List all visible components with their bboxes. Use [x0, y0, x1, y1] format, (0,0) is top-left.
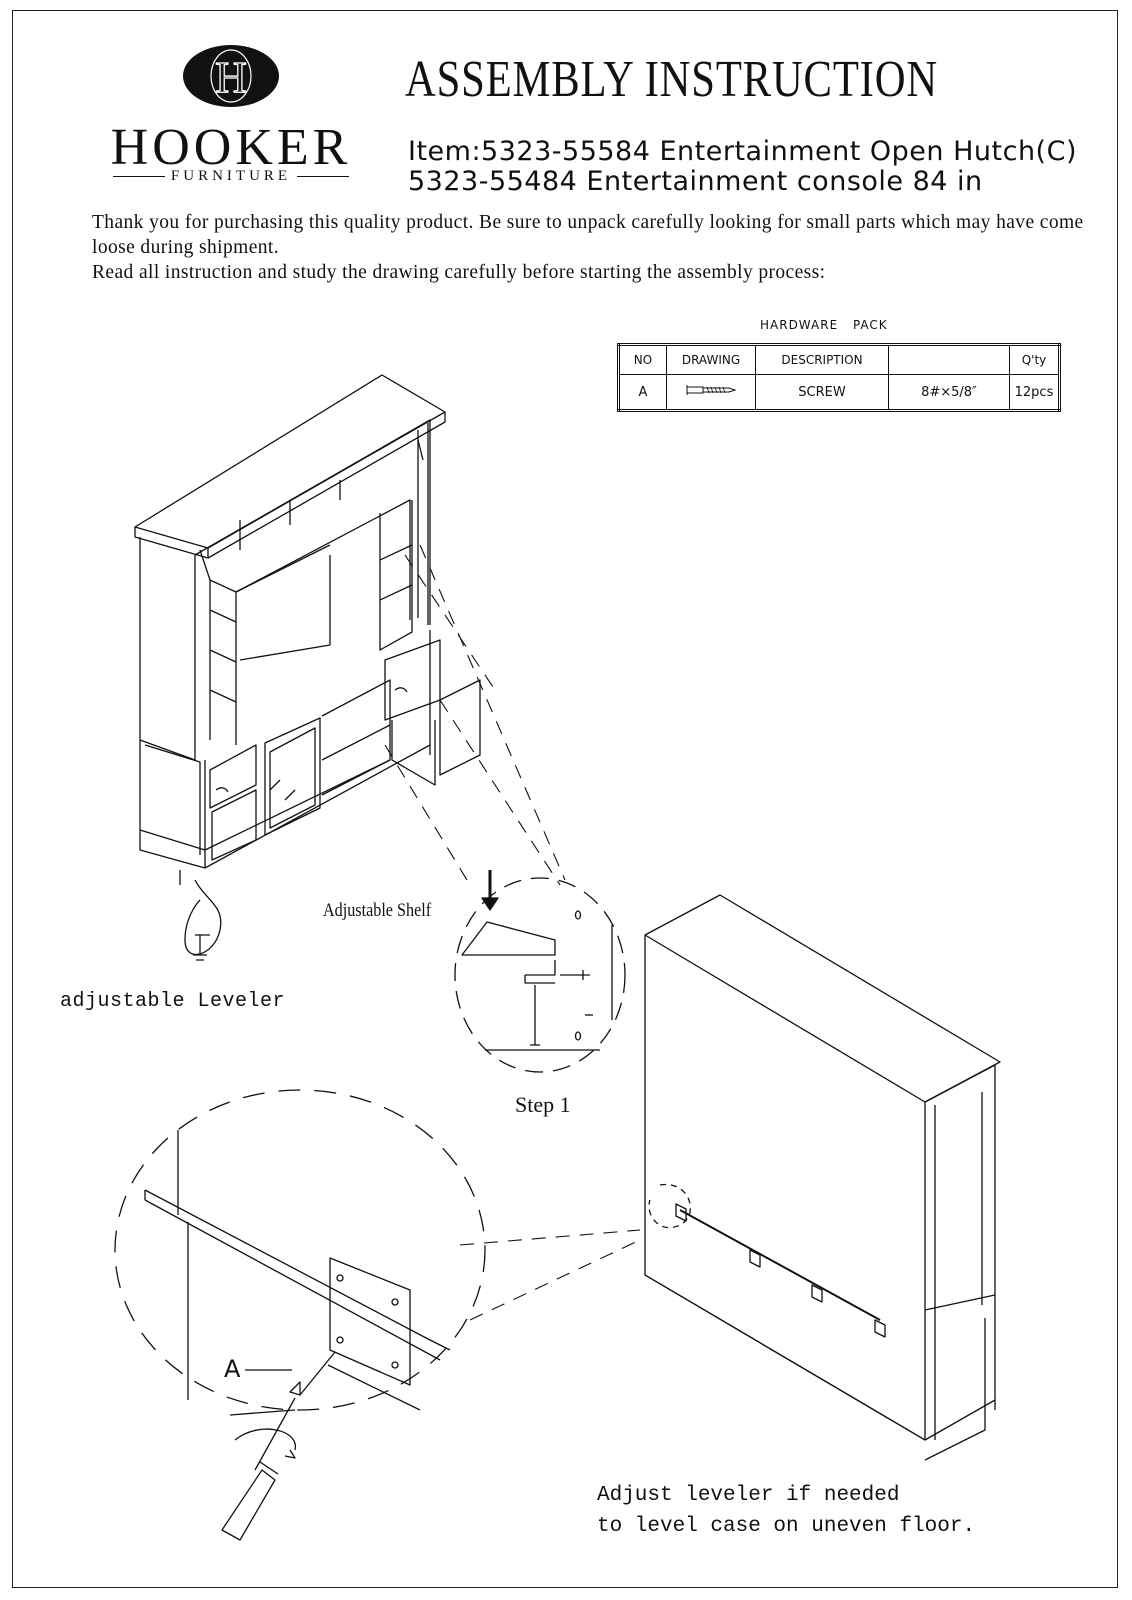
callout-dash-lines [384, 544, 641, 1321]
adjustable-leveler-label: adjustable Leveler [60, 990, 286, 1013]
cell-no: A [618, 374, 667, 411]
table-header-row: NO DRAWING DESCRIPTION Q'ty [618, 344, 1060, 375]
bracket-detail-circle [114, 1089, 486, 1411]
table-row: A SCREW 8#×5/8″ 12pcs [618, 374, 1060, 411]
page-title: ASSEMBLY INSTRUCTION [405, 51, 938, 108]
adjustable-shelf-label: Adjustable Shelf [323, 900, 432, 921]
cell-size: 8#×5/8″ [888, 374, 1010, 411]
item-line-2: 5323-55484 Entertainment console 84 in [408, 166, 983, 197]
col-header-no: NO [618, 344, 667, 375]
console-drawing [139, 630, 481, 885]
leveler-note: Adjust leveler if needed to level case o… [597, 1480, 975, 1542]
cell-drawing [666, 374, 756, 411]
shelf-detail-circle [454, 870, 626, 1073]
bracket-callout-circle [648, 1183, 691, 1229]
hardware-pack-title: HARDWARE PACK [760, 318, 888, 332]
col-header-description: DESCRIPTION [755, 344, 889, 375]
col-header-drawing: DRAWING [666, 344, 756, 375]
part-a-label: A [224, 1355, 241, 1383]
logo-emblem: H [183, 45, 279, 107]
hutch-drawing [134, 374, 446, 761]
leveler-note-line-2: to level case on uneven floor. [597, 1515, 976, 1538]
brand-subtitle: FURNITURE [100, 168, 362, 185]
hardware-table: NO DRAWING DESCRIPTION Q'ty A SCREW 8#×5… [617, 343, 1061, 412]
hooker-logo: H HOOKER FURNITURE [100, 44, 370, 194]
logo-letter: H [215, 53, 247, 102]
step-1-label: Step 1 [515, 1092, 571, 1117]
brand-name: HOOKER [110, 119, 352, 176]
page-frame [12, 10, 1118, 1588]
screw-icon [686, 385, 737, 395]
leveler-note-line-1: Adjust leveler if needed [597, 1484, 900, 1507]
intro-text: Thank you for purchasing this quality pr… [26, 210, 1106, 285]
item-line-1: Item:5323-55584 Entertainment Open Hutch… [408, 136, 1077, 167]
cell-description: SCREW [755, 374, 889, 411]
cell-qty: 12pcs [1009, 374, 1060, 411]
screwdriver-icon [221, 1351, 336, 1541]
intro-para-1: Thank you for purchasing this quality pr… [92, 212, 1084, 258]
cabinet-back-drawing [644, 894, 1001, 1461]
intro-para-2: Read all instruction and study the drawi… [92, 262, 826, 283]
leveler-detail [184, 879, 222, 961]
